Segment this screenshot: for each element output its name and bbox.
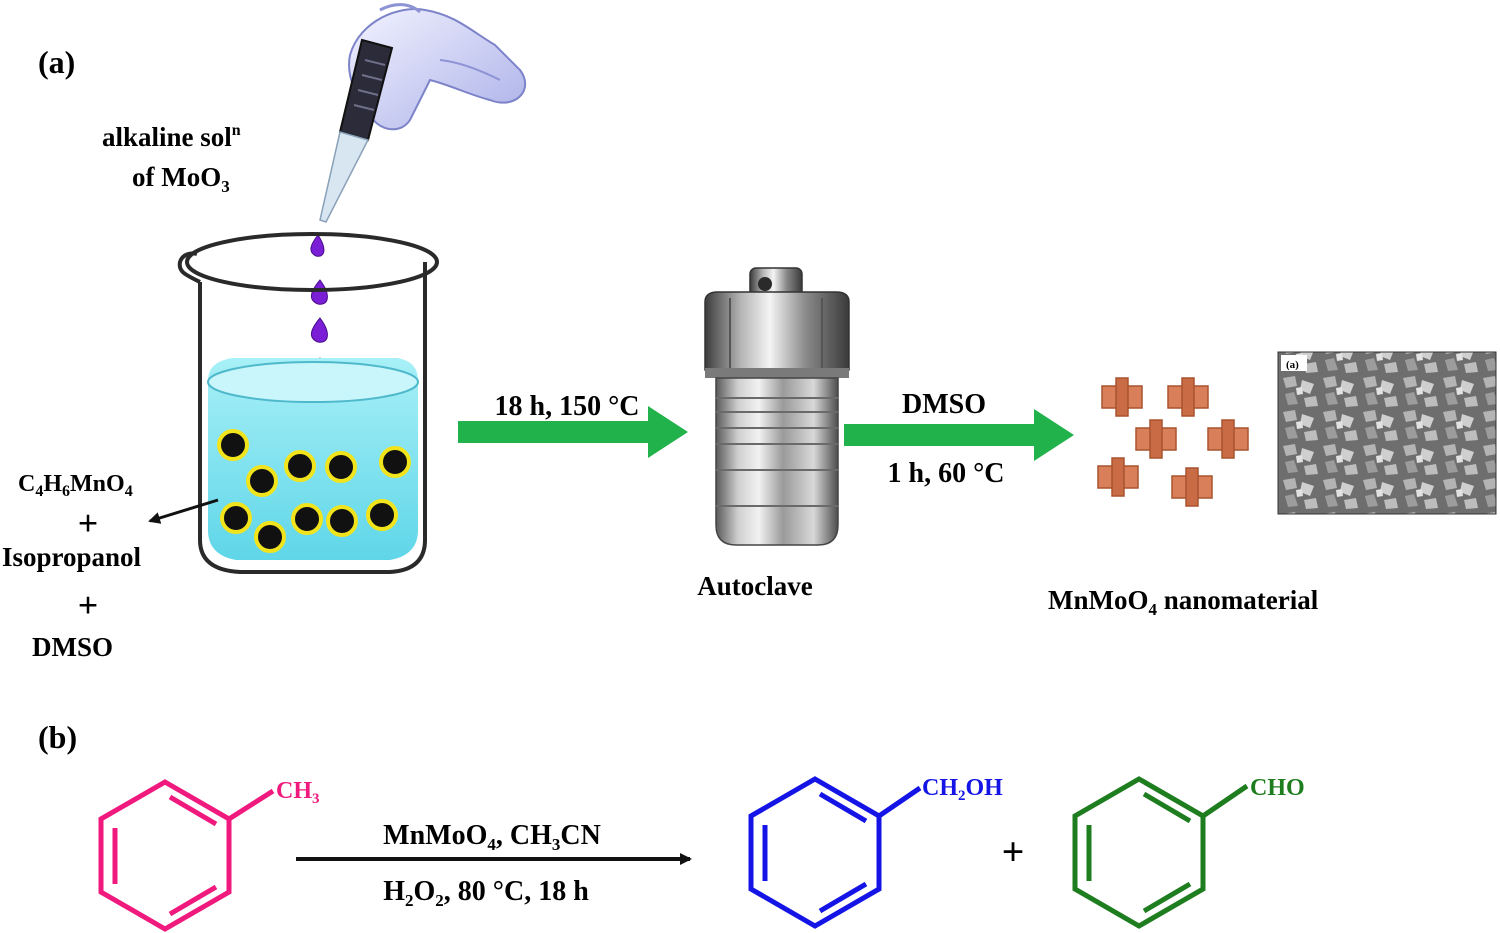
catalyst-conditions: MnMoO4, CH3CN (383, 820, 601, 854)
particle-icon (379, 446, 411, 478)
product1-substituent: CH2OH (922, 775, 1003, 804)
particle-icon (325, 451, 357, 483)
sem-tag: (a) (1286, 359, 1299, 371)
droplet-icon (310, 234, 325, 257)
crystal-icon (1135, 419, 1177, 459)
particle-icon (254, 521, 286, 553)
plus-sign-3: + (1002, 829, 1025, 874)
oxidant-text: O (414, 876, 436, 907)
autoclave-icon (704, 267, 850, 546)
step2-condition: 1 h, 60 °C (888, 458, 1005, 489)
reaction-arrow-2 (844, 409, 1074, 461)
autoclave-label: Autoclave (697, 571, 812, 601)
catalyst-text: MnMoO (383, 820, 487, 851)
oxidant-conditions: H2O2, 80 °C, 18 h (383, 876, 589, 910)
oxidant-sub: 2 (435, 891, 444, 910)
nanoparticles (217, 429, 411, 553)
product1-sub: 2 (958, 788, 966, 804)
reactant-substituent-sub: 3 (312, 791, 320, 807)
product-desc: nanomaterial (1157, 585, 1319, 615)
crystal-icon (1207, 419, 1249, 459)
oxidant-text: H (383, 876, 405, 907)
reagent-1-sub: 4 (35, 483, 43, 500)
pointer-arrow (148, 498, 219, 524)
sem-image: (a) (1277, 351, 1497, 515)
particle-icon (366, 499, 398, 531)
product-formula-sub: 4 (1149, 600, 1158, 619)
catalyst-sub: 4 (487, 835, 496, 854)
reagent-1-part: MnO (70, 471, 125, 497)
solution-label-formula: of MoO (132, 162, 221, 192)
solution-label-sup: n (232, 122, 241, 139)
solution-label-line2: of MoO3 (132, 162, 230, 196)
droplet-icon (311, 279, 328, 305)
reagent-1-part: C (18, 471, 35, 497)
beaker-icon (177, 232, 439, 574)
solvent-text: , CH (496, 820, 552, 851)
panel-b-label: (b) (38, 719, 77, 755)
particle-icon (291, 503, 323, 535)
benzene-ring-icon (98, 779, 275, 932)
pipette-icon (319, 38, 394, 223)
oxidant-text: , 80 °C, 18 h (444, 876, 589, 907)
particle-icon (326, 505, 358, 537)
reagent-1: C4H6MnO4 (18, 471, 133, 500)
product2-substituent: CHO (1250, 775, 1305, 801)
solvent-sub: 3 (552, 835, 561, 854)
panel-a-label: (a) (38, 44, 75, 80)
solvent-text: CN (560, 820, 600, 851)
solution-label-sub: 3 (221, 177, 230, 196)
crystal-icon (1167, 377, 1209, 417)
step1-condition: 18 h, 150 °C (495, 391, 640, 422)
step2-solvent: DMSO (902, 389, 986, 420)
crystal-icon (1171, 467, 1213, 507)
reactant-substituent: CH3 (276, 778, 320, 807)
crystal-icon (1101, 377, 1143, 417)
reactant-substituent-text: CH (276, 778, 312, 804)
reagent-1-part: H (43, 471, 62, 497)
particle-icon (246, 465, 278, 497)
solution-label-text: alkaline sol (102, 122, 232, 152)
reagent-1-sub: 4 (125, 483, 133, 500)
particle-icon (284, 450, 316, 482)
reagent-3: DMSO (32, 632, 113, 662)
product1-text: CH (922, 775, 958, 801)
particle-icon (217, 429, 249, 461)
plus-sign-1: + (78, 503, 99, 543)
particle-icon (220, 502, 252, 534)
crystal-icon (1097, 457, 1139, 497)
reaction-arrow-1 (458, 406, 688, 458)
product-formula: MnMoO (1048, 585, 1149, 615)
oxidant-sub: 2 (405, 891, 414, 910)
product1-text: OH (966, 775, 1004, 801)
droplet-icon (311, 317, 328, 343)
reagent-2: Isopropanol (2, 542, 142, 572)
solution-label-line1: alkaline soln (102, 122, 241, 152)
product-label: MnMoO4 nanomaterial (1048, 585, 1319, 619)
crystals (1097, 377, 1249, 507)
reagent-1-sub: 6 (62, 483, 70, 500)
benzene-ring-icon (1072, 776, 1249, 929)
benzene-ring-icon (748, 776, 922, 929)
plus-sign-2: + (78, 585, 99, 625)
